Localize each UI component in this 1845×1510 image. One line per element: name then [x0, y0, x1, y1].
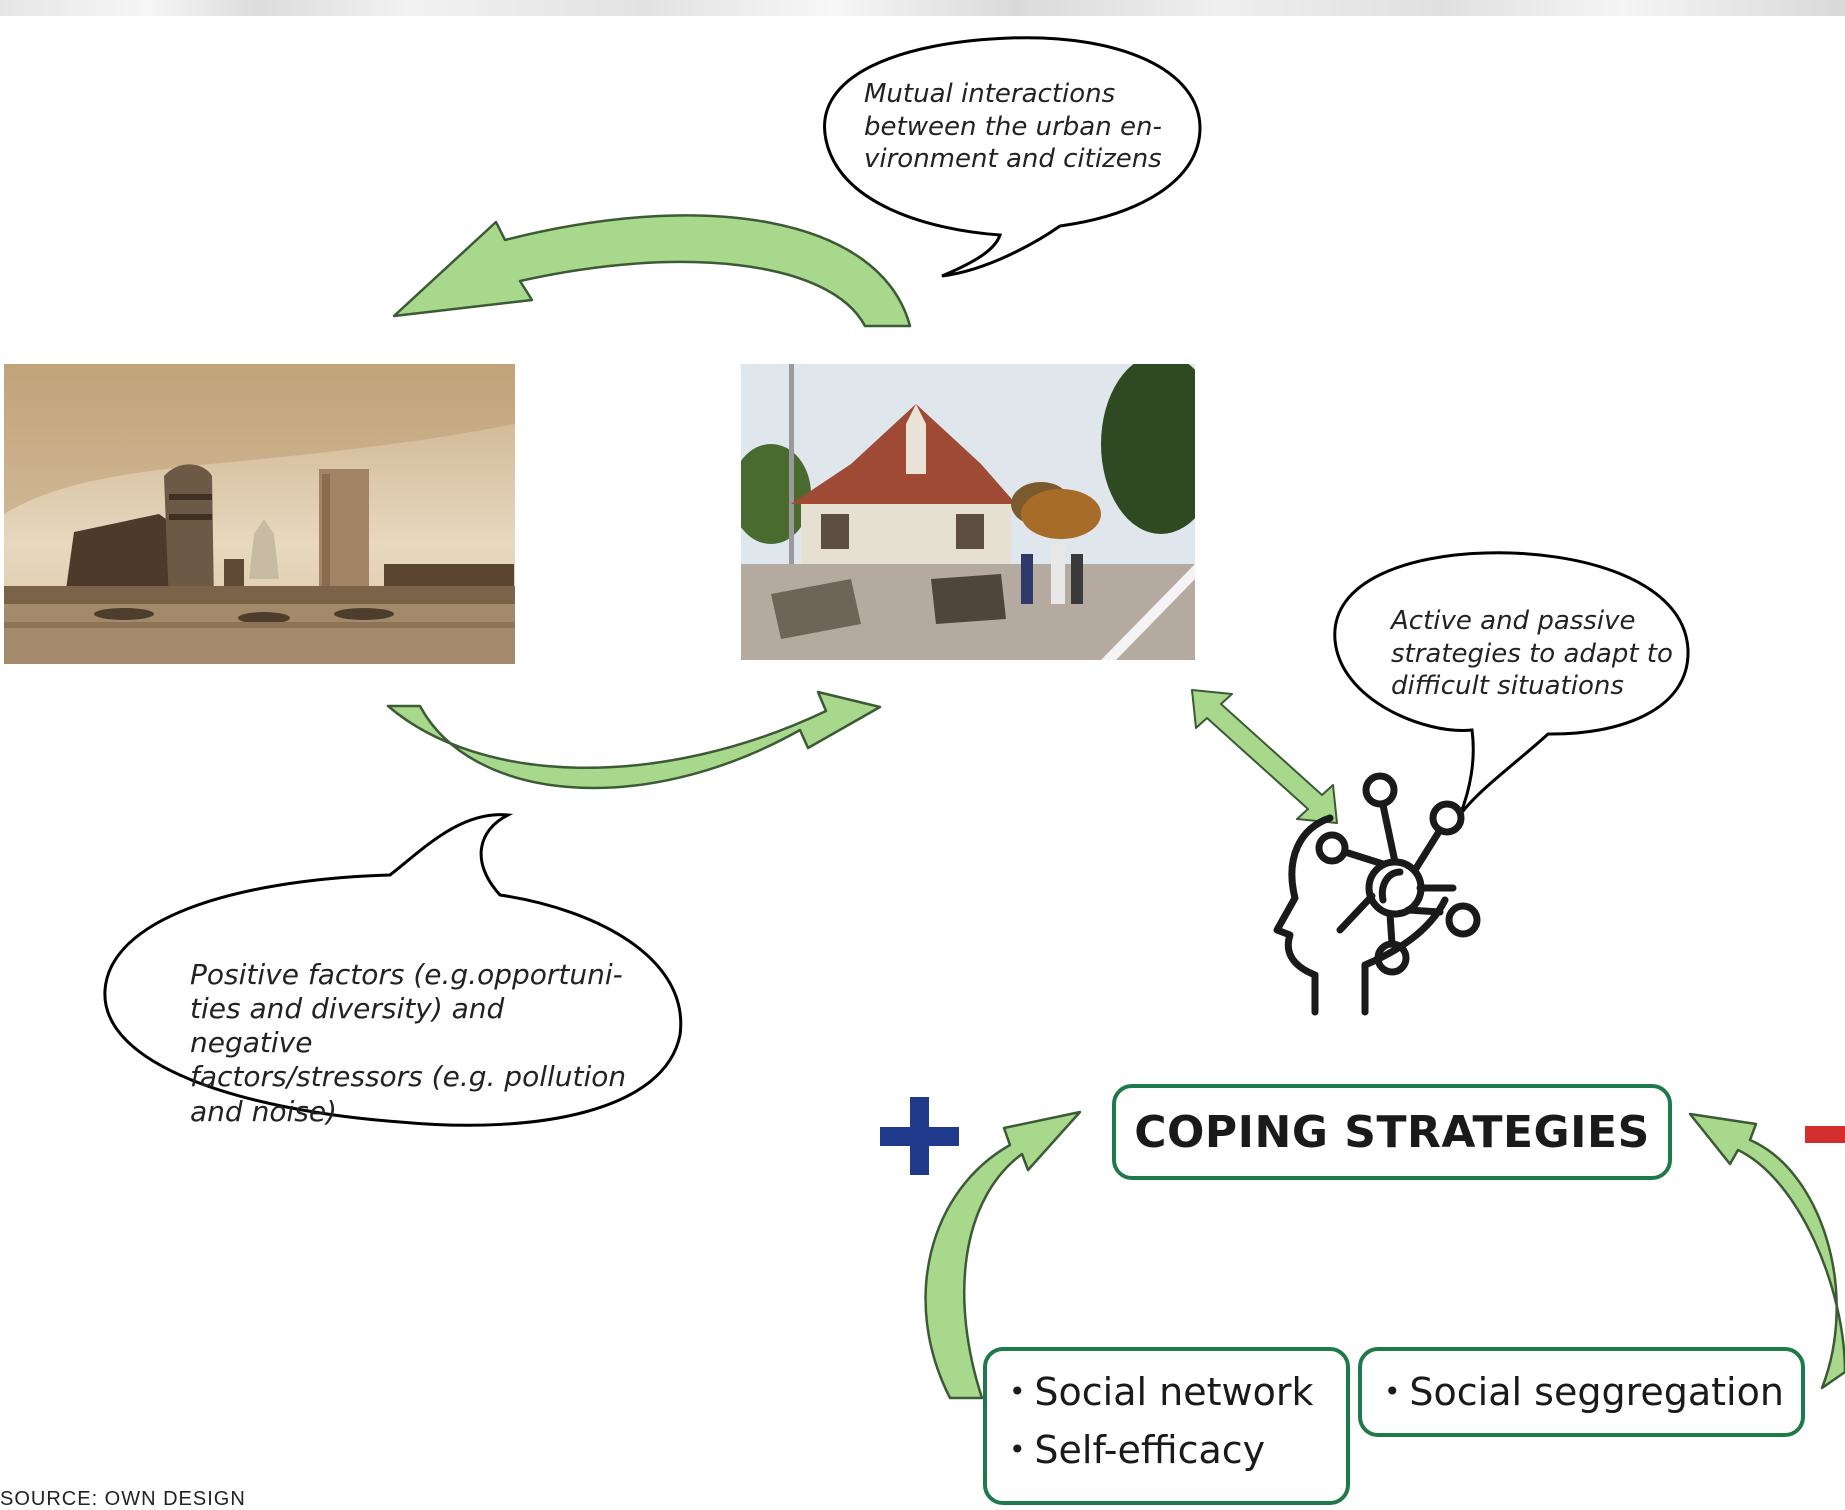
negative-arrow — [1688, 1112, 1845, 1390]
strategies-bubble-text: Active and passive strategies to adapt t… — [1391, 605, 1711, 703]
interactions-bubble-shape — [823, 36, 1202, 278]
city-skyline-photo — [4, 364, 515, 664]
negative-strategies-box: Social seggregation — [1358, 1347, 1805, 1437]
bubble-line: Active and passive — [1391, 606, 1636, 636]
lower-cycle-arrow — [386, 690, 882, 790]
bubble-line: between the urban en- — [864, 111, 1162, 142]
positive-item-self-efficacy: Self-efficacy — [1009, 1423, 1346, 1481]
bubble-line: and noise) — [190, 1094, 337, 1128]
positive-item-social-network: Social network — [1009, 1365, 1346, 1423]
coping-strategies-title: COPING STRATEGIES — [1134, 1106, 1650, 1158]
bubble-line: Positive factors (e.g.opportuni- — [190, 958, 623, 991]
bubble-line: factors/stressors (e.g. pollution — [190, 1060, 627, 1094]
upper-cycle-arrow — [392, 214, 912, 328]
positive-arrow — [924, 1110, 1082, 1400]
bubble-line: ties and diversity) and negative — [190, 992, 505, 1060]
factors-bubble-text: Positive factors (e.g.opportuni- ties an… — [190, 958, 630, 1129]
negative-item-social-seggregation: Social seggregation — [1384, 1365, 1801, 1423]
bubble-line: strategies to adapt to — [1391, 638, 1673, 669]
head-network-icon — [1273, 772, 1481, 1016]
plus-sign — [880, 1097, 959, 1175]
source-note: SOURCE: OWN DESIGN — [0, 1488, 246, 1510]
bubble-line: Mutual interactions — [864, 79, 1116, 109]
coping-strategies-box: COPING STRATEGIES — [1112, 1084, 1672, 1180]
positive-strategies-box: Social network Self-efficacy — [983, 1347, 1350, 1505]
minus-sign — [1805, 1126, 1845, 1143]
bubble-line: difficult situations — [1391, 671, 1624, 701]
bubble-line: vironment and citizens — [864, 144, 1162, 174]
top-photo-strip — [0, 0, 1845, 16]
interactions-bubble-text: Mutual interactions between the urban en… — [864, 78, 1204, 176]
strategies-bubble-shape — [1333, 551, 1690, 816]
factors-bubble-shape — [103, 813, 683, 1127]
double-arrow — [1191, 689, 1338, 824]
street-scene-photo — [741, 364, 1195, 660]
